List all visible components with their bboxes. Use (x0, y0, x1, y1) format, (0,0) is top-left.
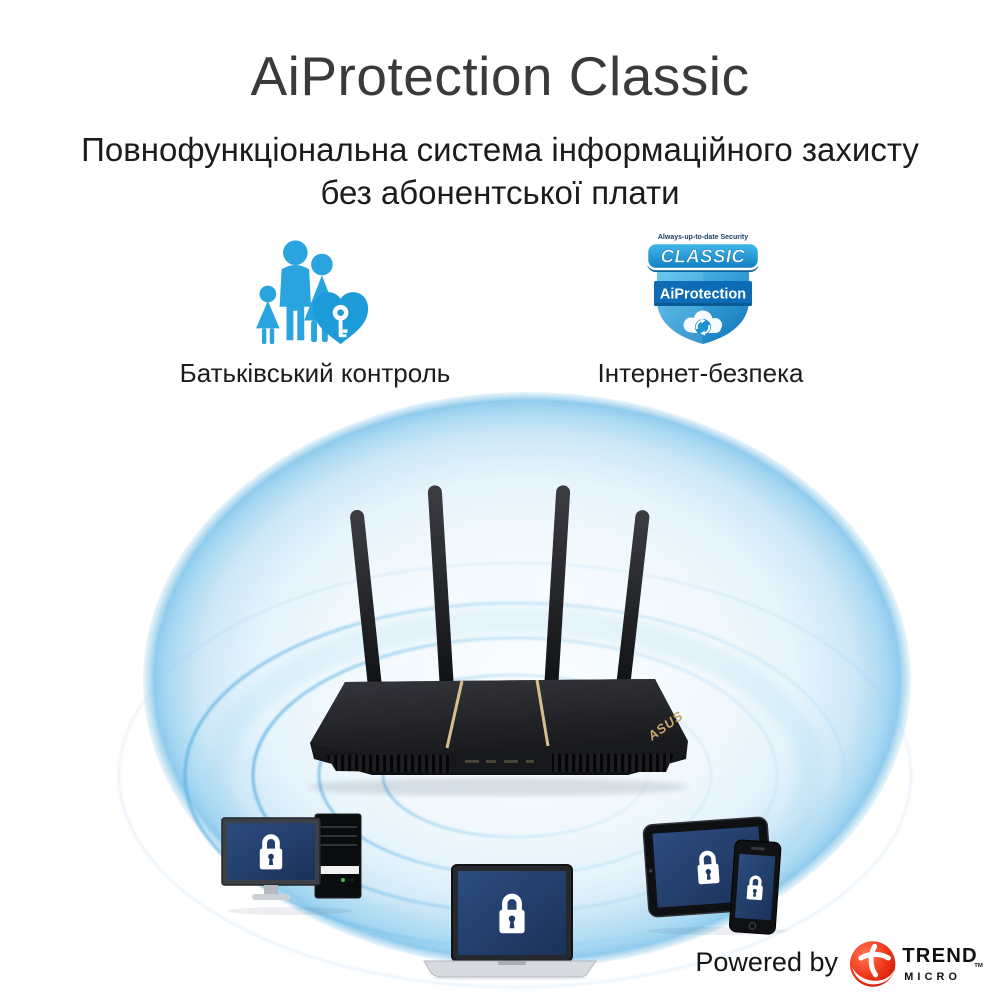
powered-by-text: Powered by (695, 947, 838, 977)
gold-accent-line (445, 680, 464, 749)
banner-classic: CLASSIC (645, 241, 761, 272)
micro-wordmark: MICRO (904, 971, 961, 983)
family-heart-key-icon (256, 240, 369, 345)
monitor (221, 817, 321, 900)
key-icon (332, 304, 349, 338)
router-shadow (308, 778, 688, 796)
power-led (341, 878, 345, 882)
laptop-with-lock (423, 864, 597, 980)
router-antennas (350, 485, 650, 691)
trademark-symbol: TM (974, 963, 983, 969)
speaker-slot (750, 846, 765, 851)
page-title: AiProtection Classic (250, 45, 750, 107)
smartphone (728, 839, 782, 935)
vent-grille (326, 755, 450, 773)
vent-grille (552, 754, 674, 772)
router-body: ASUS (310, 679, 688, 775)
badge-banner-text: CLASSIC (661, 246, 746, 267)
camera-dot (649, 869, 653, 873)
parental-control-label: Батьківський контроль (179, 358, 451, 388)
trend-wordmark: TREND (902, 945, 978, 967)
asus-router: ASUS (308, 485, 688, 796)
laptop-base (423, 960, 597, 978)
badge-tagline: Always-up-to-date Security (658, 234, 748, 241)
badge-shield-label: AiProtection (660, 287, 746, 303)
trend-micro-logo: TREND TM MICRO (849, 941, 983, 987)
pc-tower (314, 813, 362, 899)
cloud-sync-icon (683, 310, 722, 336)
internet-security-label: Інтернет-безпека (597, 358, 804, 388)
tablet-and-phone-with-locks (642, 816, 788, 935)
home-button (748, 922, 757, 930)
gold-accent-line (535, 679, 550, 747)
desktop-computer-with-lock (221, 813, 362, 915)
subtitle-line-1: Повнофункціональна система інформаційног… (81, 131, 919, 168)
aiprotection-classic-shield-badge: Always-up-to-date Security AiProtection … (645, 234, 761, 344)
front-ports (465, 760, 534, 763)
subtitle-line-2: без абонентської плати (320, 174, 680, 211)
